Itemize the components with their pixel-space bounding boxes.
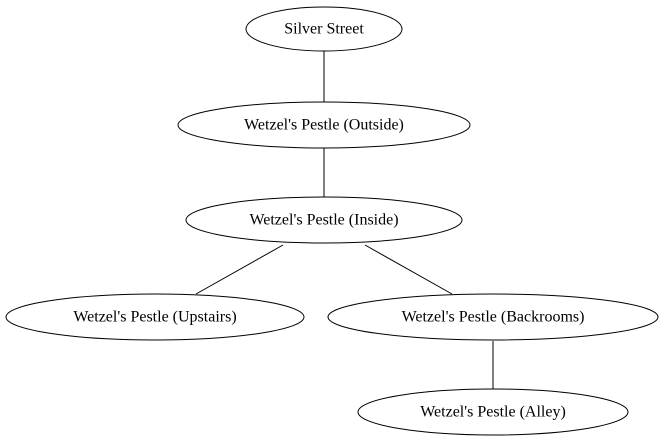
node-backrooms: Wetzel's Pestle (Backrooms) <box>327 293 659 341</box>
node-silver-street: Silver Street <box>245 6 403 52</box>
node-inside-label: Wetzel's Pestle (Inside) <box>249 212 398 229</box>
node-inside-ellipse <box>185 196 463 244</box>
node-silver-street-ellipse <box>245 6 403 52</box>
node-silver-street-label: Silver Street <box>284 21 364 38</box>
node-alley-ellipse <box>357 388 629 436</box>
node-backrooms-label: Wetzel's Pestle (Backrooms) <box>402 309 585 326</box>
edges <box>195 51 494 390</box>
node-inside: Wetzel's Pestle (Inside) <box>185 196 463 244</box>
node-outside-label: Wetzel's Pestle (Outside) <box>244 117 404 134</box>
node-alley-label: Wetzel's Pestle (Alley) <box>420 404 566 421</box>
node-backrooms-ellipse <box>327 293 659 341</box>
node-outside: Wetzel's Pestle (Outside) <box>177 101 471 149</box>
node-outside-ellipse <box>177 101 471 149</box>
node-alley: Wetzel's Pestle (Alley) <box>357 388 629 436</box>
node-upstairs-label: Wetzel's Pestle (Upstairs) <box>73 309 236 326</box>
edge-inside-to-backrooms <box>364 244 453 295</box>
node-upstairs: Wetzel's Pestle (Upstairs) <box>5 293 305 341</box>
edge-inside-to-upstairs <box>195 244 284 295</box>
node-upstairs-ellipse <box>5 293 305 341</box>
